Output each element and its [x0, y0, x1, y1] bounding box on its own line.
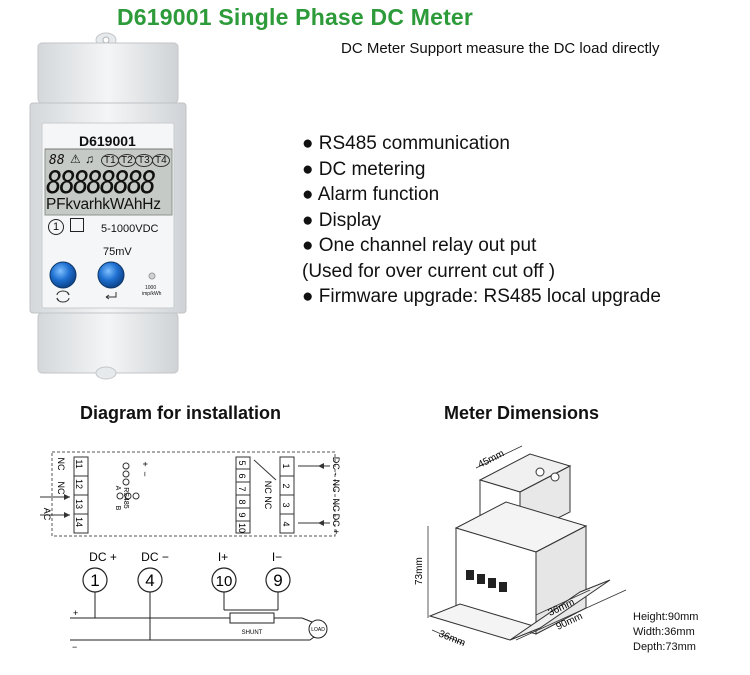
lcd-t4: T4 [152, 154, 170, 167]
bell-icon: ♫ [85, 152, 94, 166]
terminal-label: 11 [74, 459, 84, 468]
dimension-drawing: 45mm 73mm 36mm 90mm 36mm [414, 445, 627, 650]
feature-item: ● One channel relay out put [302, 235, 537, 256]
dim-front: 36mm [437, 629, 467, 650]
circuit-terminal-number: 9 [273, 571, 282, 590]
feature-item: ● Alarm function [302, 184, 440, 205]
terminal-label: 2 [281, 483, 291, 488]
meter-model: D619001 [79, 133, 136, 149]
terminal-label: 12 [74, 479, 84, 489]
meter-buttons [49, 261, 156, 303]
circuit-label: DC + [89, 550, 117, 564]
installation-diagram: 11 12 13 14 5 6 7 8 9 10 1 2 3 4 NC NC A… [40, 451, 340, 652]
lcd-units: PFkvarhkWAhHz [46, 196, 161, 213]
feature-item: ● Display [302, 209, 382, 231]
wire-label: DC + [331, 514, 340, 535]
lcd-top-digits: 88 [49, 153, 65, 168]
class-mark: 1 [48, 219, 64, 235]
warning-icon: ⚠ [70, 152, 81, 166]
circuit-label: I+ [218, 550, 228, 564]
double-insulation-icon [70, 218, 84, 232]
dim-height: 73mm [414, 557, 425, 585]
feature-list: ● RS485 communication ● DC metering ● Al… [302, 131, 661, 310]
dimension-height: Height:90mm [633, 611, 699, 623]
terminal-label: 6 [237, 473, 247, 478]
terminal-label: 8 [237, 499, 247, 504]
wire-label: NC [331, 480, 340, 493]
page-title: D619001 Single Phase DC Meter [117, 4, 474, 30]
relay-label: NC NC [263, 481, 273, 510]
circuit-terminal-number: 1 [90, 571, 99, 590]
shunt-voltage: 75mV [103, 246, 132, 258]
dimension-legend: Height:90mm Width:36mm Depth:73mm [633, 610, 698, 655]
feature-item: (Used for over current cut off ) [302, 260, 556, 282]
pulse-led [148, 272, 156, 280]
plus-label: + [140, 461, 150, 466]
dimension-width: Width:36mm [633, 626, 695, 638]
circuit-terminal-number: 4 [145, 571, 154, 590]
terminal-label: 10 [237, 523, 247, 533]
impulse-rate-2: imp/kWh [142, 291, 162, 297]
minus-label: − [140, 471, 150, 476]
load-label: LOAD [311, 627, 325, 633]
dimensions-heading: Meter Dimensions [444, 403, 600, 423]
terminal-label: 1 [281, 463, 291, 468]
scroll-icon [56, 290, 70, 303]
a-label: A [114, 486, 121, 491]
circuit-label: DC − [141, 550, 169, 564]
terminal-label: 4 [281, 521, 291, 526]
minus-rail: − [72, 642, 77, 652]
terminal-label: 5 [237, 460, 247, 465]
circuit-terminal-number: 10 [216, 573, 233, 590]
enter-button[interactable] [97, 261, 125, 289]
rs485-label: RS485 [122, 487, 129, 509]
dimension-depth: Depth:73mm [633, 641, 696, 653]
feature-item: ● Firmware upgrade: RS485 local upgrade [302, 286, 661, 307]
wire-label: NC [331, 499, 340, 512]
terminal-label: 3 [281, 502, 291, 507]
b-label: B [114, 506, 121, 511]
installation-heading: Diagram for installation [80, 403, 282, 423]
wire-label: AC [42, 508, 52, 521]
terminal-label: 14 [74, 517, 84, 527]
wire-label: DC - [331, 457, 340, 476]
dim-top: 45mm [476, 448, 506, 470]
terminal-label: 13 [74, 499, 84, 509]
page-subtitle: DC Meter Support measure the DC load dir… [341, 40, 660, 57]
feature-item: ● DC metering [302, 158, 426, 180]
voltage-range: 5-1000VDC [101, 223, 159, 235]
terminal-label: 9 [237, 512, 247, 517]
scroll-button[interactable] [49, 261, 77, 289]
plus-rail: + [73, 608, 78, 618]
wire-label: NC [56, 458, 66, 471]
shunt-label: SHUNT [242, 630, 263, 636]
enter-icon [105, 292, 117, 300]
circuit-label: I− [272, 550, 282, 564]
wire-label: NC [56, 482, 66, 495]
lcd-digits: 88888888 [46, 165, 156, 201]
impulse-rate-1: 1000 [145, 285, 157, 291]
feature-item: ● RS485 communication [302, 133, 510, 154]
terminal-label: 7 [237, 486, 247, 491]
